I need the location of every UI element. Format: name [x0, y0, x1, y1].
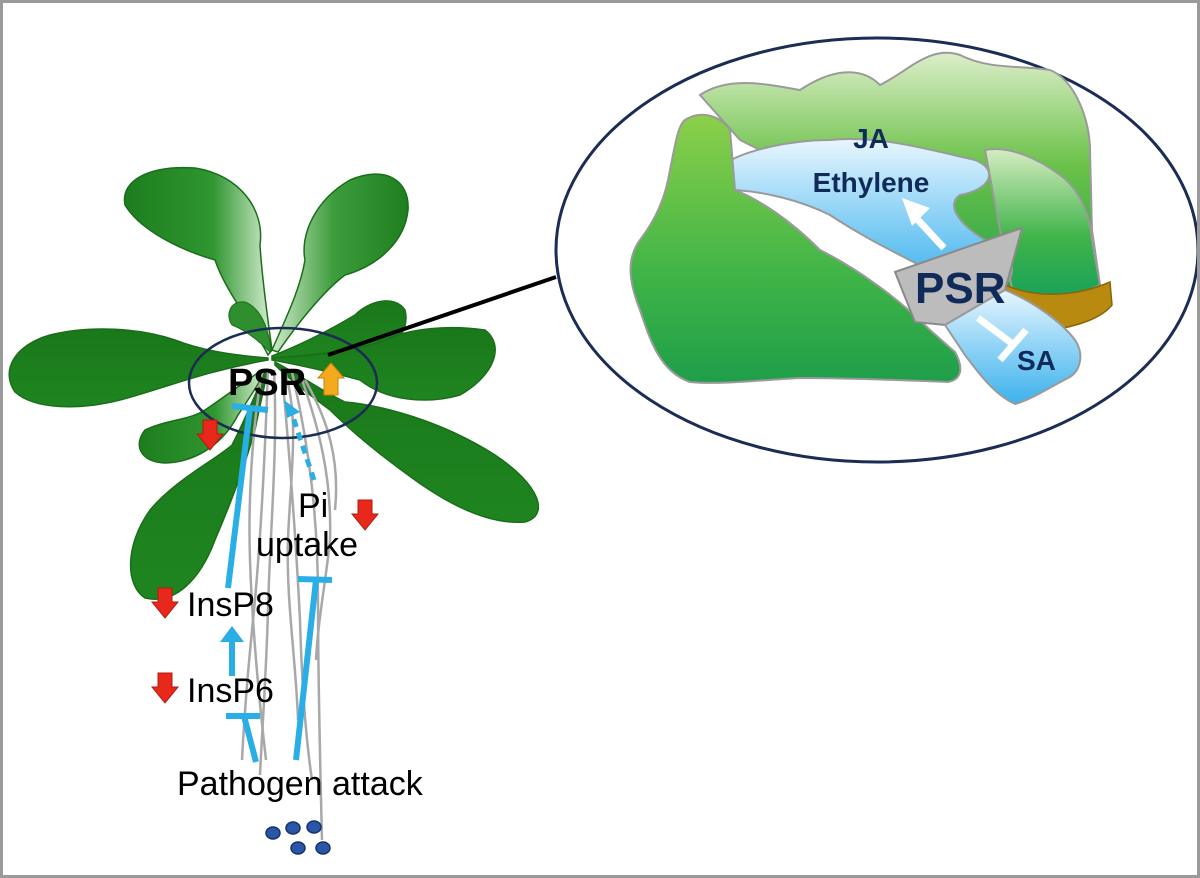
activation-insp6-insp8: [220, 626, 244, 676]
pathogen-attack-label: Pathogen attack: [177, 765, 424, 803]
leaf-lower-right: [274, 360, 540, 524]
leaf-upper-left: [123, 166, 273, 357]
inhibit-pathogen-insp6: [226, 713, 260, 763]
down-arrow-icon: [195, 419, 225, 451]
up-arrow-icon: [316, 362, 346, 396]
leaf-top-small: [228, 301, 272, 353]
leaf-lower-left-small: [138, 369, 266, 464]
insp8-label: InsP8: [187, 586, 274, 624]
pathogen-particle: [315, 841, 331, 855]
inhibit-pathogen-pi: [293, 576, 333, 761]
pathogen-particle: [265, 826, 281, 840]
pathogen-particle: [290, 841, 306, 855]
foreground-hill: [629, 113, 962, 384]
pathogen-particles: [265, 820, 331, 855]
down-arrow-icon: [150, 587, 180, 619]
leaf-upper-right: [270, 173, 409, 353]
insp6-label: InsP6: [187, 672, 274, 710]
zoom-bubble: JA Ethylene PSR SA: [554, 36, 1197, 464]
plant-rosette: [8, 166, 540, 600]
uptake-label: uptake: [256, 526, 358, 564]
activation-pi-psr: [284, 400, 317, 481]
pathogen-particle: [306, 820, 322, 834]
down-arrow-icon: [150, 672, 180, 704]
ja-label: JA: [853, 123, 889, 154]
pi-label: Pi: [298, 487, 328, 525]
leaf-left: [8, 328, 269, 408]
activation-psr-ja: [902, 198, 947, 251]
pathogen-particle: [285, 821, 301, 835]
psr-label-right: PSR: [915, 264, 1005, 313]
ethylene-label: Ethylene: [813, 167, 930, 198]
inhibit-psr-sa: [975, 315, 1029, 363]
psr-highlight-ellipse: [187, 326, 379, 440]
inhibit-insp8-psr: [225, 403, 269, 589]
leaf-far-right: [271, 326, 496, 401]
sa-label: SA: [1017, 345, 1056, 376]
down-arrow-icon: [350, 499, 380, 531]
psr-label-left: PSR: [228, 362, 306, 404]
diagram-canvas: PSR Pi uptake InsP8 InsP6 Pathogen attac…: [8, 36, 1197, 855]
zoom-connector-line: [327, 275, 557, 357]
